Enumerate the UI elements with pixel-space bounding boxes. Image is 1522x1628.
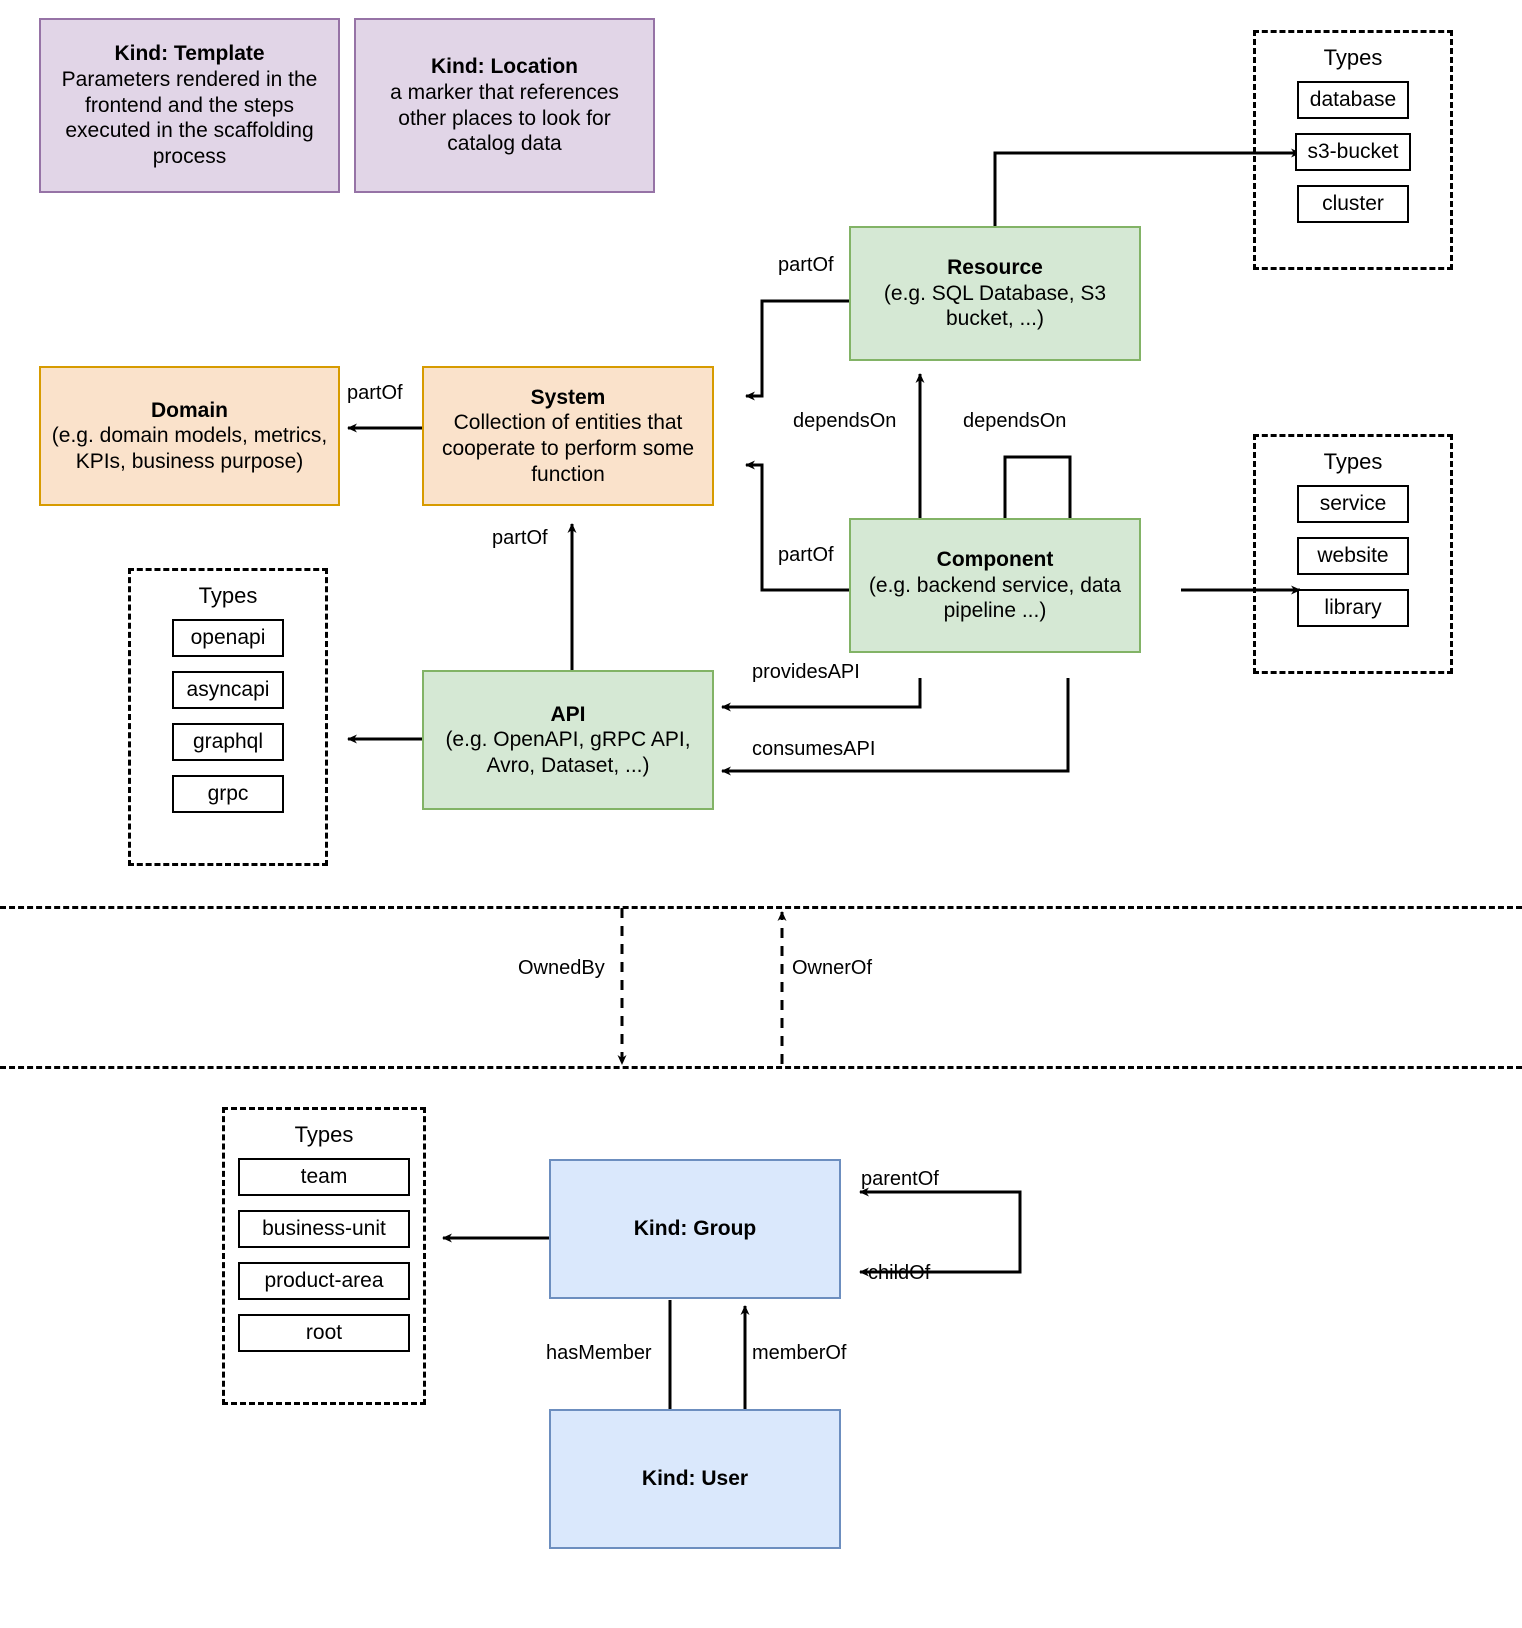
node-title: Resource [947, 256, 1043, 280]
type-chip[interactable]: asyncapi [172, 671, 284, 709]
type-chip[interactable]: graphql [172, 723, 284, 761]
node-title: Component [936, 548, 1054, 572]
edge-label-component-dependson-resource: dependsOn [793, 410, 897, 432]
node-system[interactable]: System Collection of entities that coope… [422, 366, 714, 506]
edge-label-resource-partof: partOf [778, 254, 834, 276]
types-box-api: Types openapi asyncapi graphql grpc [128, 568, 328, 866]
edge-label-group-hasmember: hasMember [546, 1342, 652, 1364]
band-divider-bottom [0, 1066, 1522, 1069]
types-box-component: Types service website library [1253, 434, 1453, 674]
types-heading: Types [198, 583, 258, 608]
edge-label-component-partof-system: partOf [778, 544, 834, 566]
edge-label-consumes-api: consumesAPI [752, 738, 876, 760]
node-resource[interactable]: Resource (e.g. SQL Database, S3 bucket, … [849, 226, 1141, 361]
edge-label-system-partof-domain: partOf [347, 382, 403, 404]
type-chip[interactable]: grpc [172, 775, 284, 813]
node-description: (e.g. backend service, data pipeline ...… [868, 573, 1122, 623]
edge-label-component-dependson-self: dependsOn [963, 410, 1067, 432]
node-title: Kind: User [641, 1467, 749, 1491]
node-kind-location[interactable]: Kind: Location a marker that references … [354, 18, 655, 193]
edge-label-group-childof: childOf [868, 1262, 931, 1284]
node-description: (e.g. SQL Database, S3 bucket, ...) [883, 281, 1107, 331]
node-title: System [530, 385, 606, 409]
type-chip[interactable]: team [238, 1158, 410, 1196]
edge-label-provides-api: providesAPI [752, 661, 860, 683]
type-chip[interactable]: service [1297, 485, 1409, 523]
edge-label-group-parentof: parentOf [861, 1168, 939, 1190]
edge-label-user-memberof: memberOf [752, 1342, 847, 1364]
node-api[interactable]: API (e.g. OpenAPI, gRPC API, Avro, Datas… [422, 670, 714, 810]
edge-label-owned-by: OwnedBy [518, 957, 605, 979]
node-kind-user[interactable]: Kind: User [549, 1409, 841, 1549]
types-box-resource: Types database s3-bucket cluster [1253, 30, 1453, 270]
node-description: Parameters rendered in the frontend and … [61, 68, 318, 168]
edge-label-api-partof-system: partOf [492, 527, 548, 549]
type-chip[interactable]: website [1297, 537, 1409, 575]
type-chip[interactable]: library [1297, 589, 1409, 627]
type-chip[interactable]: root [238, 1314, 410, 1352]
node-title: Domain [150, 398, 228, 422]
node-title: Kind: Template [114, 42, 265, 66]
node-domain[interactable]: Domain (e.g. domain models, metrics, KPI… [39, 366, 340, 506]
node-description: (e.g. domain models, metrics, KPIs, busi… [51, 424, 328, 473]
node-title: Kind: Location [431, 55, 578, 79]
type-chip[interactable]: product-area [238, 1262, 410, 1300]
types-heading: Types [294, 1122, 354, 1147]
node-kind-template[interactable]: Kind: Template Parameters rendered in th… [39, 18, 340, 193]
type-chip[interactable]: s3-bucket [1295, 133, 1411, 171]
edge-label-owner-of: OwnerOf [792, 957, 873, 979]
type-chip[interactable]: business-unit [238, 1210, 410, 1248]
types-box-group: Types team business-unit product-area ro… [222, 1107, 426, 1405]
band-divider-top [0, 906, 1522, 909]
types-heading: Types [1323, 449, 1383, 474]
node-kind-group[interactable]: Kind: Group [549, 1159, 841, 1299]
type-chip[interactable]: database [1297, 81, 1409, 119]
type-chip[interactable]: openapi [172, 619, 284, 657]
types-heading: Types [1323, 45, 1383, 70]
node-description: a marker that references other places to… [390, 80, 619, 156]
node-title: Kind: Group [633, 1217, 757, 1241]
node-description: (e.g. OpenAPI, gRPC API, Avro, Dataset, … [445, 728, 691, 777]
node-description: Collection of entities that cooperate to… [441, 411, 695, 486]
node-title: API [550, 702, 586, 726]
node-component[interactable]: Component (e.g. backend service, data pi… [849, 518, 1141, 653]
type-chip[interactable]: cluster [1297, 185, 1409, 223]
